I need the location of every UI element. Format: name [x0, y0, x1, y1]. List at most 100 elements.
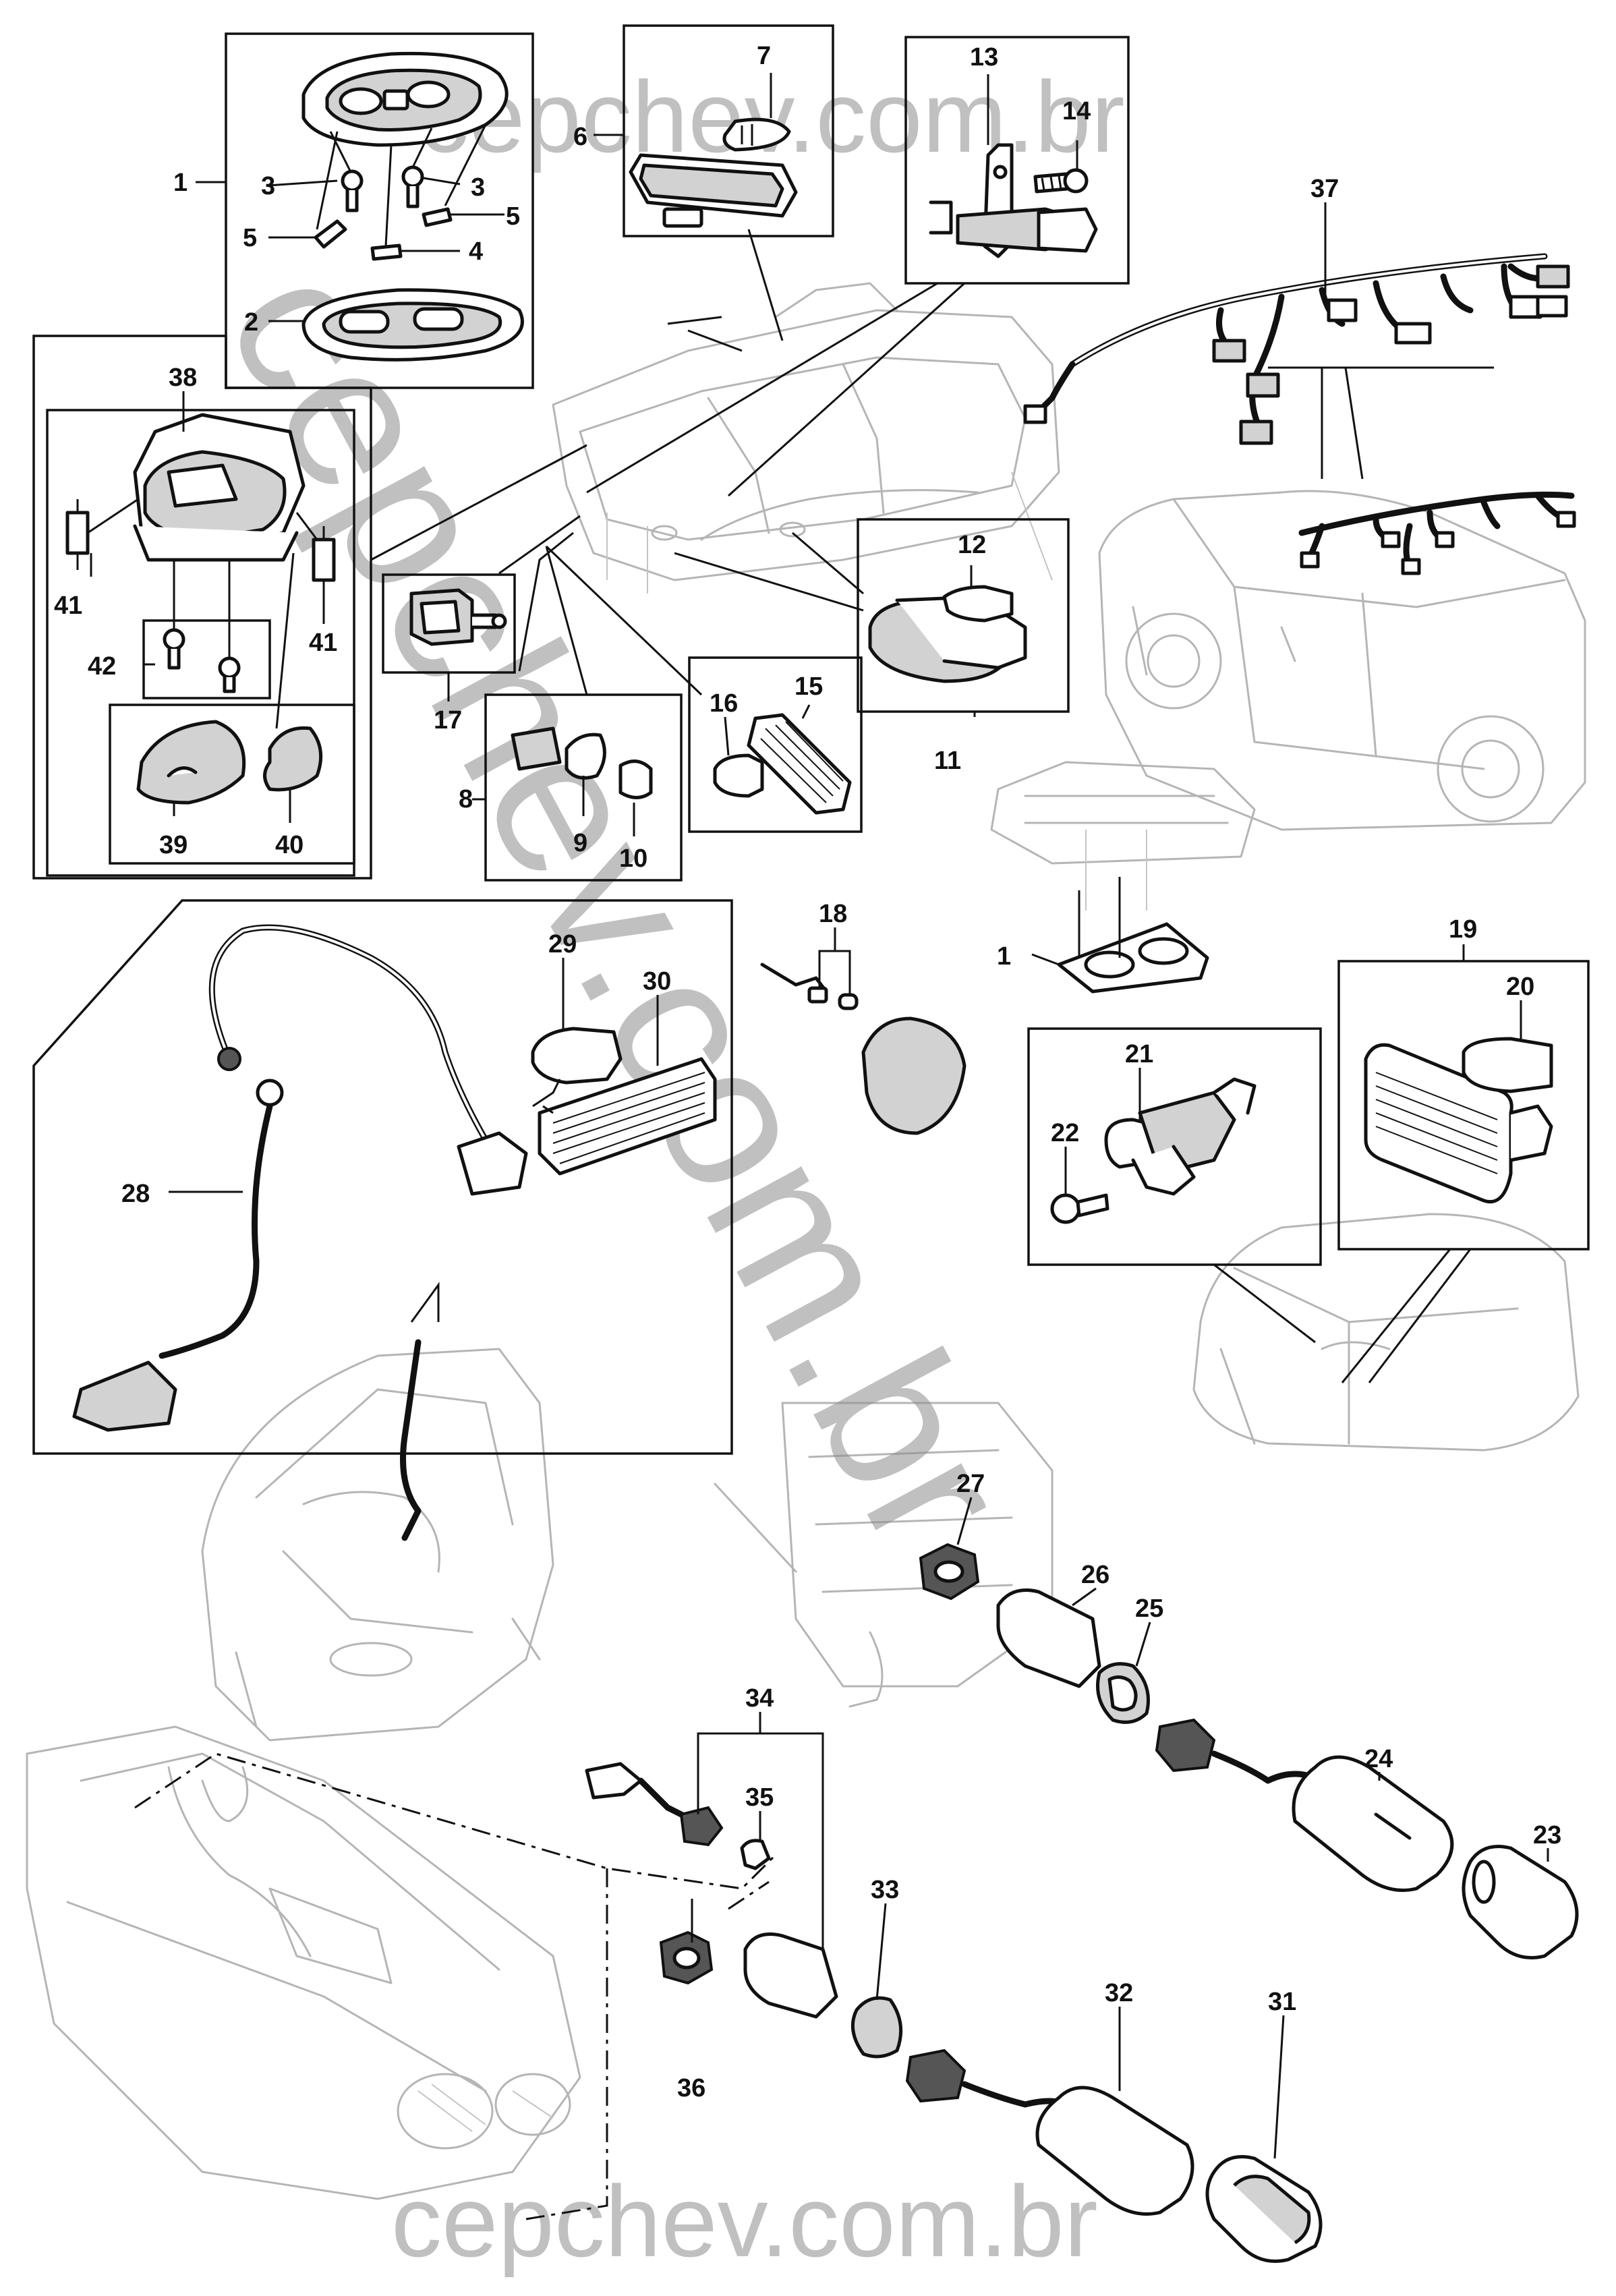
dome-lamp-switch-right — [406, 80, 451, 109]
roof-wiring-harness — [1023, 253, 1576, 575]
lighter-assembly-front — [919, 1543, 1579, 1959]
callout-41-left: 41 — [54, 592, 82, 620]
callout-29: 29 — [548, 930, 577, 958]
callout-4: 4 — [469, 237, 483, 266]
callout-41-right: 41 — [309, 629, 337, 657]
bulb-12 — [942, 585, 1014, 623]
callout-13: 13 — [970, 43, 998, 71]
callout-17: 17 — [434, 706, 462, 735]
callout-28: 28 — [121, 1180, 150, 1208]
callout-15: 15 — [795, 672, 823, 701]
dome-lamp-switch-left — [339, 87, 383, 115]
box-subgroup-39 — [109, 704, 355, 865]
callout-7: 7 — [757, 42, 771, 70]
callout-22: 22 — [1051, 1119, 1079, 1147]
box-subgroup-38 — [46, 409, 355, 877]
bulb-41-right — [312, 526, 336, 597]
screw-14 — [1033, 168, 1089, 194]
callout-1: 1 — [173, 169, 187, 197]
screw-3-right — [401, 165, 424, 208]
box-group-1 — [225, 32, 534, 389]
callout-10: 10 — [619, 844, 647, 873]
callout-6: 6 — [573, 123, 587, 151]
callout-34: 34 — [745, 1684, 774, 1713]
callout-27: 27 — [956, 1470, 985, 1498]
lens-window-left — [339, 310, 390, 334]
ghost-interior-roof — [552, 282, 1060, 594]
callouts: 1 2 3 3 4 5 5 6 7 8 9 10 11 12 13 14 15 … — [54, 42, 1561, 2102]
housing-26 — [996, 1588, 1101, 1688]
socket-32 — [1035, 2086, 1194, 2216]
socket-assembly — [511, 726, 653, 799]
box-group-6 — [623, 24, 834, 237]
ghost-car-side — [1098, 490, 1586, 831]
callout-5-right: 5 — [506, 202, 520, 231]
callout-9: 9 — [573, 829, 587, 857]
cable-28-lower — [158, 1103, 273, 1359]
callout-16: 16 — [710, 689, 738, 718]
ring-33 — [850, 1996, 903, 2059]
box-group-8 — [484, 693, 683, 882]
box-group-15 — [688, 656, 863, 833]
socket-24 — [1292, 1755, 1454, 1892]
lighter-assembly-rear — [585, 1762, 1323, 2263]
screw-42-left — [163, 628, 185, 670]
callout-37: 37 — [1310, 175, 1339, 203]
ghost-front-hood — [201, 1348, 554, 1742]
callout-31: 31 — [1268, 1988, 1296, 2016]
dome-lamp-center-switch — [382, 89, 409, 111]
bulb-41-left — [65, 499, 90, 570]
callout-20: 20 — [1506, 973, 1534, 1001]
ghost-trunk — [1192, 1213, 1580, 1452]
trunk-switch-assembly — [1050, 1077, 1257, 1224]
roof-console-plate — [1057, 922, 1209, 994]
callout-8: 8 — [459, 785, 473, 813]
box-subgroup-42 — [142, 619, 271, 699]
lamp-19-assembly — [1364, 1037, 1553, 1203]
courtesy-lamp-lens — [639, 163, 784, 208]
cable-28-upper — [208, 924, 489, 1143]
bulb-9 — [565, 733, 606, 780]
leader-lines — [90, 73, 1549, 2220]
housing-34 — [743, 1932, 838, 2019]
lamp-18-housing — [861, 1016, 966, 1135]
callout-11: 11 — [934, 747, 961, 775]
ghost-roof-console — [990, 761, 1256, 911]
callout-26: 26 — [1081, 1561, 1109, 1589]
callout-2: 2 — [244, 308, 258, 337]
lamp-15-assembly — [713, 713, 852, 815]
lens-window-right — [413, 307, 464, 331]
socket-34 — [679, 1806, 724, 1847]
watermarks: cepchev.com.br cepchev.com.br cepchev.co… — [183, 60, 1124, 2278]
group-boxes — [32, 24, 1590, 1455]
box-group-38 — [32, 335, 372, 880]
bulb-5-right — [422, 207, 453, 227]
door-switch-bracket-assembly — [929, 143, 1098, 258]
connector-28 — [72, 1360, 177, 1432]
callout-40: 40 — [275, 831, 304, 859]
hood-lamp-cable-assembly — [72, 924, 717, 1541]
courtesy-lamp-assembly — [629, 117, 798, 228]
ghost-centre-console — [714, 1402, 1054, 1708]
bulb-29 — [531, 1027, 623, 1085]
box-group-21 — [1027, 1027, 1322, 1266]
ghost-rear-console — [26, 1725, 581, 2200]
bulb-5-left — [314, 219, 347, 249]
screw-22 — [1050, 1193, 1109, 1224]
box-group-11 — [857, 518, 1070, 713]
bulb-4 — [370, 243, 403, 261]
callout-39: 39 — [159, 831, 187, 859]
cover-40 — [263, 726, 323, 792]
bulb-16 — [713, 753, 764, 798]
door-switch-tip — [1037, 207, 1098, 253]
wire-34 — [585, 1762, 643, 1800]
connector-32 — [905, 2048, 966, 2103]
courtesy-lamp-clip — [662, 207, 703, 228]
callout-5-left: 5 — [243, 224, 257, 252]
dome-lamp-assembly — [301, 51, 524, 362]
callout-21: 21 — [1125, 1040, 1153, 1068]
bulb-35 — [740, 1839, 771, 1870]
watermark-bottom: cepchev.com.br — [391, 2164, 1098, 2278]
rear-lamp-assembly — [868, 585, 1027, 683]
